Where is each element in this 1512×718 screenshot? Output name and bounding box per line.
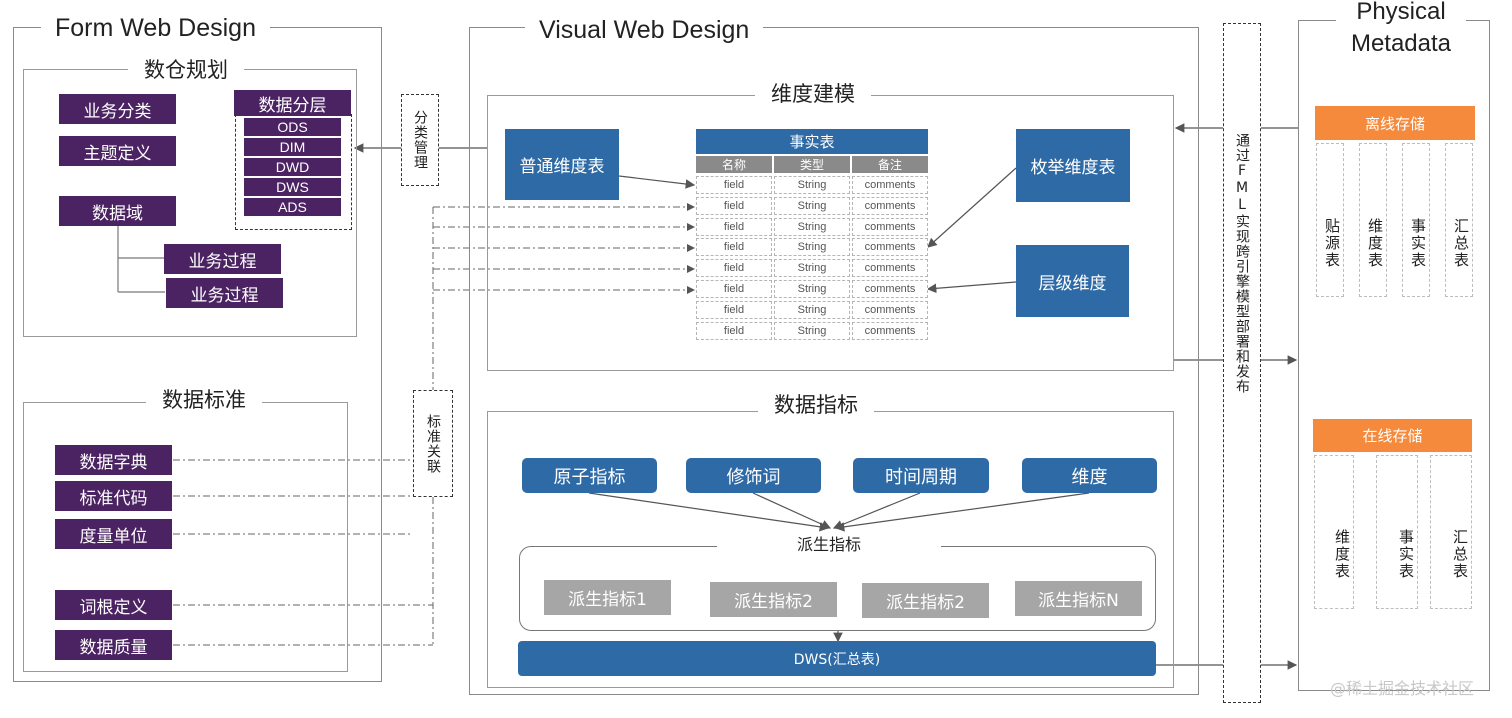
- standard-association-label: 标准关联: [413, 390, 453, 497]
- data-metrics-title: 数据指标: [758, 391, 874, 419]
- standard-item-dictionary[interactable]: 数据字典: [55, 445, 172, 475]
- online-col-dimension[interactable]: 维度表: [1314, 455, 1354, 609]
- normal-dimension-table-box[interactable]: 普通维度表: [505, 129, 619, 200]
- dws-summary-bar[interactable]: DWS(汇总表): [518, 641, 1156, 676]
- derived-metric-n[interactable]: 派生指标N: [1015, 581, 1142, 616]
- fact-table-cell: comments: [852, 300, 928, 319]
- visual-web-design-panel: [469, 27, 1199, 695]
- offline-col-source[interactable]: 贴源表: [1316, 143, 1344, 297]
- fml-deploy-bar: 通过FML实现跨引擎模型部署和发布: [1223, 23, 1261, 703]
- business-process-box-1[interactable]: 业务过程: [164, 244, 281, 274]
- fact-table-cell: String: [774, 280, 850, 298]
- standard-item-root-word[interactable]: 词根定义: [55, 590, 172, 620]
- fact-table-cell: field: [696, 238, 772, 257]
- visual-web-design-title: Visual Web Design: [525, 14, 764, 46]
- fact-table-cell: String: [774, 176, 850, 194]
- standard-item-unit[interactable]: 度量单位: [55, 519, 172, 549]
- layer-ods[interactable]: ODS: [244, 118, 341, 136]
- watermark: @稀土掘金技术社区: [1330, 679, 1475, 698]
- fact-table-cell: comments: [852, 238, 928, 257]
- physical-metadata-title-line1: Physical: [1356, 0, 1446, 25]
- business-process-box-2[interactable]: 业务过程: [166, 278, 283, 308]
- atomic-metric-box[interactable]: 原子指标: [522, 458, 657, 493]
- fact-table-cell: String: [774, 217, 850, 236]
- standard-item-code[interactable]: 标准代码: [55, 481, 172, 511]
- derived-metric-3[interactable]: 派生指标2: [862, 583, 989, 618]
- fact-table-cell: String: [774, 300, 850, 319]
- fact-table-cell: String: [774, 238, 850, 257]
- standards-title: 数据标准: [146, 386, 262, 414]
- offline-col-summary[interactable]: 汇总表: [1445, 143, 1473, 297]
- online-col-fact[interactable]: 事实表: [1376, 455, 1418, 609]
- fact-table-header-comment: 备注: [852, 156, 928, 173]
- derived-metric-2[interactable]: 派生指标2: [710, 582, 837, 617]
- business-category-box[interactable]: 业务分类: [59, 94, 176, 124]
- fact-table-cell: field: [696, 259, 772, 278]
- modifier-box[interactable]: 修饰词: [686, 458, 821, 493]
- derived-metrics-title: 派生指标: [717, 533, 941, 557]
- online-col-summary[interactable]: 汇总表: [1430, 455, 1472, 609]
- topic-definition-box[interactable]: 主题定义: [59, 136, 176, 166]
- offline-storage-header[interactable]: 离线存储: [1315, 106, 1475, 140]
- fact-table-cell: String: [774, 321, 850, 340]
- fact-table-cell: String: [774, 259, 850, 278]
- physical-metadata-title: Physical Metadata: [1336, 0, 1466, 60]
- planning-title: 数仓规划: [128, 56, 244, 84]
- fact-table-cell: comments: [852, 321, 928, 340]
- fact-table-cell: field: [696, 300, 772, 319]
- data-domain-box[interactable]: 数据域: [59, 196, 176, 226]
- data-layering-title[interactable]: 数据分层: [234, 90, 351, 116]
- time-period-box[interactable]: 时间周期: [853, 458, 989, 493]
- fact-table-cell: comments: [852, 217, 928, 236]
- hierarchy-dimension-box[interactable]: 层级维度: [1016, 245, 1129, 317]
- offline-col-dimension[interactable]: 维度表: [1359, 143, 1387, 297]
- fact-table-header-name: 名称: [696, 156, 772, 173]
- layer-ads[interactable]: ADS: [244, 198, 341, 216]
- fact-table-cell: String: [774, 196, 850, 215]
- fact-table-cell: comments: [852, 196, 928, 215]
- fact-table-cell: comments: [852, 280, 928, 298]
- online-storage-header[interactable]: 在线存储: [1313, 419, 1472, 452]
- form-web-design-title: Form Web Design: [41, 12, 270, 44]
- fact-table-header-type: 类型: [774, 156, 850, 173]
- dimension-modeling-title: 维度建模: [755, 80, 871, 108]
- physical-metadata-title-line2: Metadata: [1350, 30, 1452, 57]
- fact-table-cell: field: [696, 280, 772, 298]
- enum-dimension-table-box[interactable]: 枚举维度表: [1016, 129, 1130, 202]
- fact-table-title[interactable]: 事实表: [696, 129, 928, 154]
- derived-metric-1[interactable]: 派生指标1: [544, 580, 671, 615]
- fact-table-cell: field: [696, 321, 772, 340]
- dimension-box[interactable]: 维度: [1022, 458, 1157, 493]
- standard-item-quality[interactable]: 数据质量: [55, 630, 172, 660]
- layer-dwd[interactable]: DWD: [244, 158, 341, 176]
- fact-table-cell: comments: [852, 176, 928, 194]
- fact-table-cell: field: [696, 196, 772, 215]
- layer-dim[interactable]: DIM: [244, 138, 341, 156]
- fact-table-cell: field: [696, 217, 772, 236]
- layer-dws[interactable]: DWS: [244, 178, 341, 196]
- offline-col-fact[interactable]: 事实表: [1402, 143, 1430, 297]
- fact-table-cell: comments: [852, 259, 928, 278]
- fact-table-cell: field: [696, 176, 772, 194]
- category-management-label: 分类管理: [401, 94, 439, 186]
